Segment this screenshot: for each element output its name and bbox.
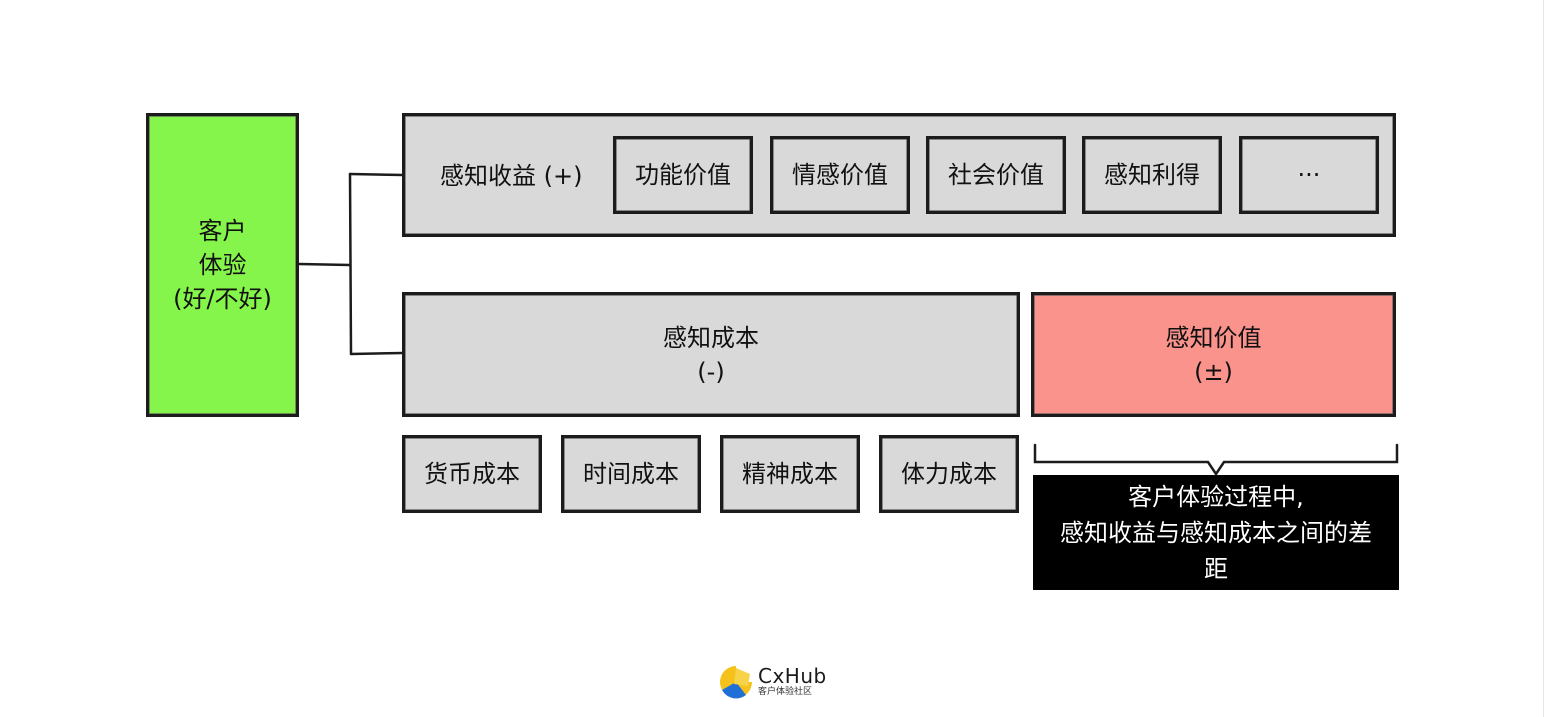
cost-item: 货币成本 [402, 435, 542, 513]
perceived-benefit-label: 感知收益 (+) [440, 162, 583, 190]
cost-sign: (-) [697, 357, 725, 386]
tooltip-line: 感知收益与感知成本之间的差 [1060, 518, 1372, 547]
branch-to-benefit [348, 172, 405, 177]
customer-experience-box: 客户 体验 (好/不好) [146, 113, 299, 417]
benefit-item: 功能价值 [613, 136, 753, 214]
root-connector [297, 262, 352, 267]
benefit-item: 社会价值 [926, 136, 1066, 214]
cxhub-logo-icon [720, 666, 752, 699]
root-line: (好/不好) [173, 285, 272, 313]
branch-to-cost [349, 351, 405, 356]
benefit-item: 情感价值 [770, 136, 910, 214]
cost-item: 时间成本 [561, 435, 701, 513]
value-title: 感知价值 [1165, 323, 1262, 352]
root-line: 客户 [198, 217, 247, 245]
perceived-value-box: 感知价值 (±) [1031, 292, 1396, 417]
root-line: 体验 [198, 251, 247, 279]
cxhub-logo: CxHub 客户体验社区 [718, 662, 827, 702]
tooltip-line: 距 [1204, 554, 1228, 583]
perceived-cost-box: 感知成本 (-) [402, 292, 1020, 417]
branch-vertical [348, 172, 353, 356]
value-bracket [1033, 443, 1399, 477]
logo-subtitle: 客户体验社区 [758, 687, 813, 697]
benefit-item: 感知利得 [1082, 136, 1222, 214]
logo-name: CxHub [758, 664, 827, 688]
benefit-item: ··· [1239, 136, 1379, 214]
tooltip-line: 客户体验过程中, [1128, 482, 1304, 511]
cost-item: 体力成本 [879, 435, 1019, 513]
cost-title: 感知成本 [663, 323, 759, 352]
value-sign: (±) [1194, 357, 1233, 386]
value-explanation-tooltip: 客户体验过程中, 感知收益与感知成本之间的差 距 [1033, 475, 1399, 590]
page-edge [1543, 0, 1544, 717]
cost-item: 精神成本 [720, 435, 860, 513]
